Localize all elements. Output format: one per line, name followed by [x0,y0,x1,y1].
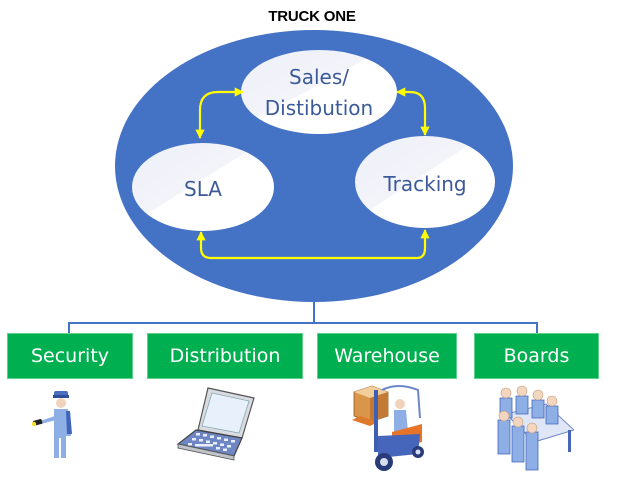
department-boards-label: Boards [503,345,570,367]
arrow-sales-sla [195,87,244,139]
department-warehouse-label: Warehouse [334,345,440,367]
laptop-icon [176,387,255,461]
node-sales-distribution[interactable] [241,50,397,134]
department-boards[interactable]: Boards [474,333,599,379]
meeting-table-icon [497,385,574,471]
node-sales-label-line2: Distibution [265,96,373,120]
department-security-label: Security [30,345,110,367]
node-sales-label-line1: Sales/ [289,65,349,89]
diagram-title: TRUCK ONE [268,8,356,25]
arrow-sales-tracking [396,87,430,136]
arrow-sla-tracking [196,229,430,260]
forklift-icon [352,385,424,471]
node-sla-label: SLA [184,177,222,201]
node-tracking[interactable] [355,136,495,228]
org-connectors [68,300,538,334]
department-distribution[interactable]: Distribution [147,333,303,379]
security-guard-icon [31,391,72,458]
department-warehouse[interactable]: Warehouse [317,333,457,379]
department-distribution-label: Distribution [169,345,281,367]
node-tracking-label: Tracking [382,172,466,196]
node-sla[interactable] [132,143,274,231]
department-security[interactable]: Security [7,333,133,379]
